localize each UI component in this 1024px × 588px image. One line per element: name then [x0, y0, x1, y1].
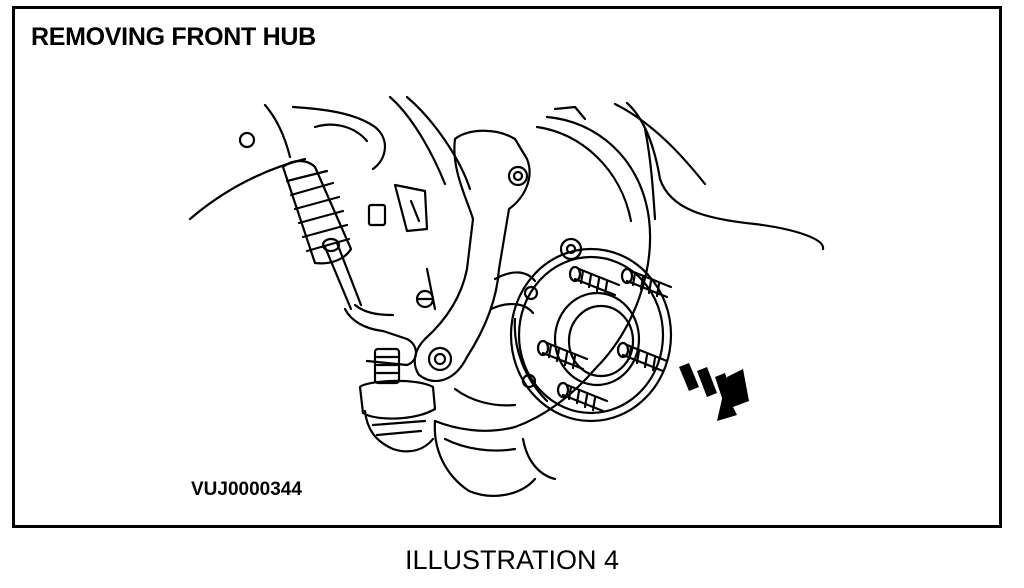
steering-knuckle-icon — [413, 129, 537, 407]
wheel-stud-icon — [536, 265, 673, 413]
upper-arm-icon — [188, 95, 472, 221]
bracket-icon — [367, 183, 437, 311]
removal-direction-arrow-icon — [679, 363, 749, 421]
figure-code: VUJ0000344 — [191, 479, 302, 500]
brake-dust-shield-icon — [433, 105, 657, 497]
hub-removal-drawing — [188, 95, 825, 497]
tie-rod-icon — [321, 237, 363, 311]
illustration-frame: REMOVING FRONT HUB — [12, 6, 1002, 528]
body-panel-icon — [613, 101, 825, 251]
tie-rod-end-icon — [343, 303, 437, 453]
illustration-caption: ILLUSTRATION 4 — [404, 545, 620, 575]
wheel-hub-icon — [509, 247, 673, 423]
boot-icon — [281, 159, 353, 265]
figure-title: REMOVING FRONT HUB — [31, 23, 316, 51]
